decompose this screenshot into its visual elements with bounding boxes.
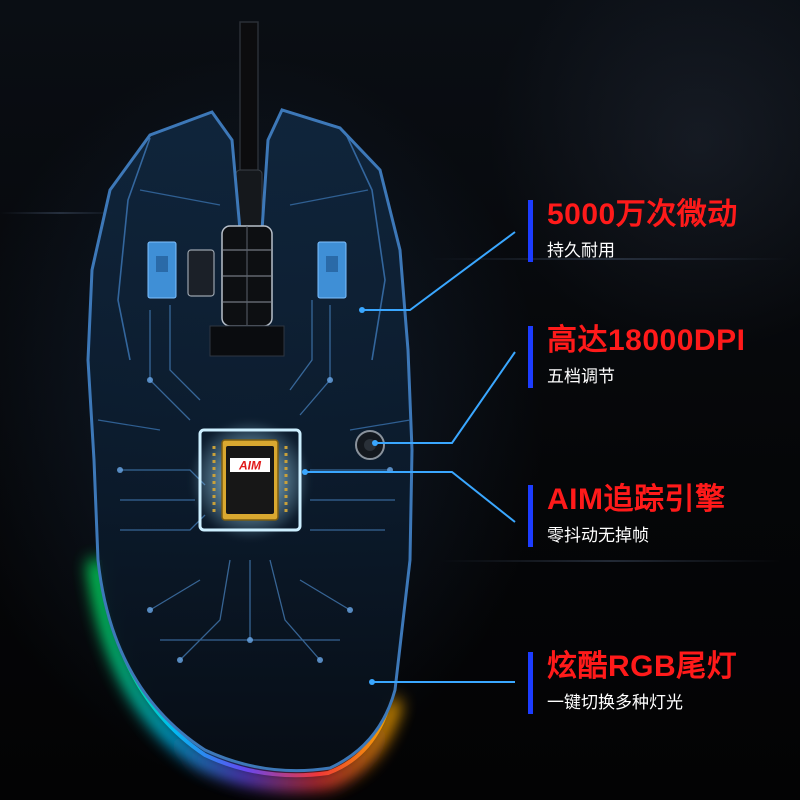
- background-streak: [0, 212, 120, 214]
- callout-title: 高达18000DPI: [547, 324, 746, 357]
- scroll-wheel: [187, 225, 285, 357]
- rgb-tail-glow: [88, 559, 402, 790]
- callout-accent-bar: [528, 485, 533, 547]
- callout-dpi: 高达18000DPI 五档调节: [528, 324, 745, 388]
- background-streak: [430, 258, 790, 260]
- callout-title: 炫酷RGB尾灯: [547, 650, 738, 683]
- aim-chip: AIM: [190, 420, 310, 540]
- chip-label: AIM: [238, 459, 262, 473]
- callout-tracking-engine: AIM追踪引擎 零抖动无掉帧: [528, 483, 726, 547]
- callout-subtitle: 零抖动无掉帧: [547, 526, 649, 545]
- callout-subtitle: 一键切换多种灯光: [547, 693, 683, 712]
- callout-accent-bar: [528, 652, 533, 714]
- callout-accent-bar: [528, 200, 533, 262]
- right-micro-switch: [317, 241, 347, 299]
- leader-lines: [305, 231, 516, 683]
- callout-rgb-light: 炫酷RGB尾灯 一键切换多种灯光: [528, 650, 737, 714]
- background-streak: [440, 560, 780, 562]
- callout-title: 5000万次微动: [547, 198, 738, 231]
- callout-subtitle: 五档调节: [547, 367, 615, 386]
- callout-subtitle: 持久耐用: [547, 241, 615, 260]
- circuit-traces: [120, 300, 395, 661]
- cable: [235, 21, 263, 231]
- callout-accent-bar: [528, 326, 533, 388]
- left-micro-switch: [147, 241, 177, 299]
- callout-micro-switch: 5000万次微动 持久耐用: [528, 198, 738, 262]
- callout-title: AIM追踪引擎: [547, 483, 726, 516]
